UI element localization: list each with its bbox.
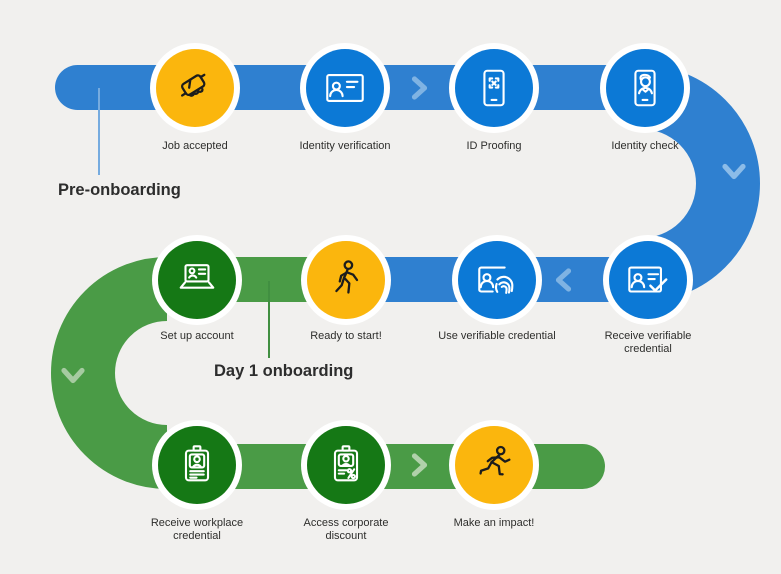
step-circle — [609, 241, 687, 319]
step-circle — [156, 49, 234, 127]
step-label: Identity verification — [299, 140, 391, 152]
step-circle — [307, 241, 385, 319]
step-label: Identity check — [611, 140, 679, 152]
handshake-icon — [180, 73, 206, 97]
step-circle — [158, 426, 236, 504]
step-label: Job accepted — [162, 140, 228, 152]
step-label: Set up account — [160, 330, 234, 342]
chevron-down-icon — [720, 161, 748, 182]
step-circle — [158, 241, 236, 319]
chevron-left-icon — [553, 266, 574, 294]
badge-icon — [184, 445, 210, 482]
step-label: Access corporate discount — [303, 517, 389, 542]
step-circle — [306, 49, 384, 127]
step-circle — [455, 426, 533, 504]
id-card-icon — [326, 74, 364, 102]
step-label: Use verifiable credential — [438, 330, 556, 342]
walking-person-icon — [335, 260, 359, 294]
phone-scan-icon — [483, 69, 505, 107]
card-fingerprint-icon — [478, 266, 514, 294]
phone-face-icon — [634, 69, 656, 107]
day1-onboarding-connector-line — [268, 281, 270, 358]
pre-onboarding-connector-line — [98, 88, 100, 175]
step-label: Ready to start! — [310, 330, 382, 342]
step-label: Make an impact! — [453, 517, 535, 529]
step-label: Receive workplace credential — [150, 517, 244, 542]
pre-onboarding-label: Pre-onboarding — [58, 181, 181, 199]
laptop-id-icon — [179, 264, 215, 289]
chevron-down-icon — [59, 365, 87, 386]
day1-onboarding-label: Day 1 onboarding — [214, 362, 354, 380]
card-check-icon — [628, 266, 668, 293]
chevron-right-icon — [409, 74, 430, 102]
chevron-right-icon — [409, 451, 430, 479]
step-circle — [307, 426, 385, 504]
step-label: ID Proofing — [466, 140, 522, 152]
step-circle — [455, 49, 533, 127]
badge-percent-icon — [333, 445, 359, 482]
running-person-icon — [479, 445, 511, 476]
step-circle — [606, 49, 684, 127]
step-label: Receive verifiable credential — [604, 330, 692, 355]
step-circle — [458, 241, 536, 319]
